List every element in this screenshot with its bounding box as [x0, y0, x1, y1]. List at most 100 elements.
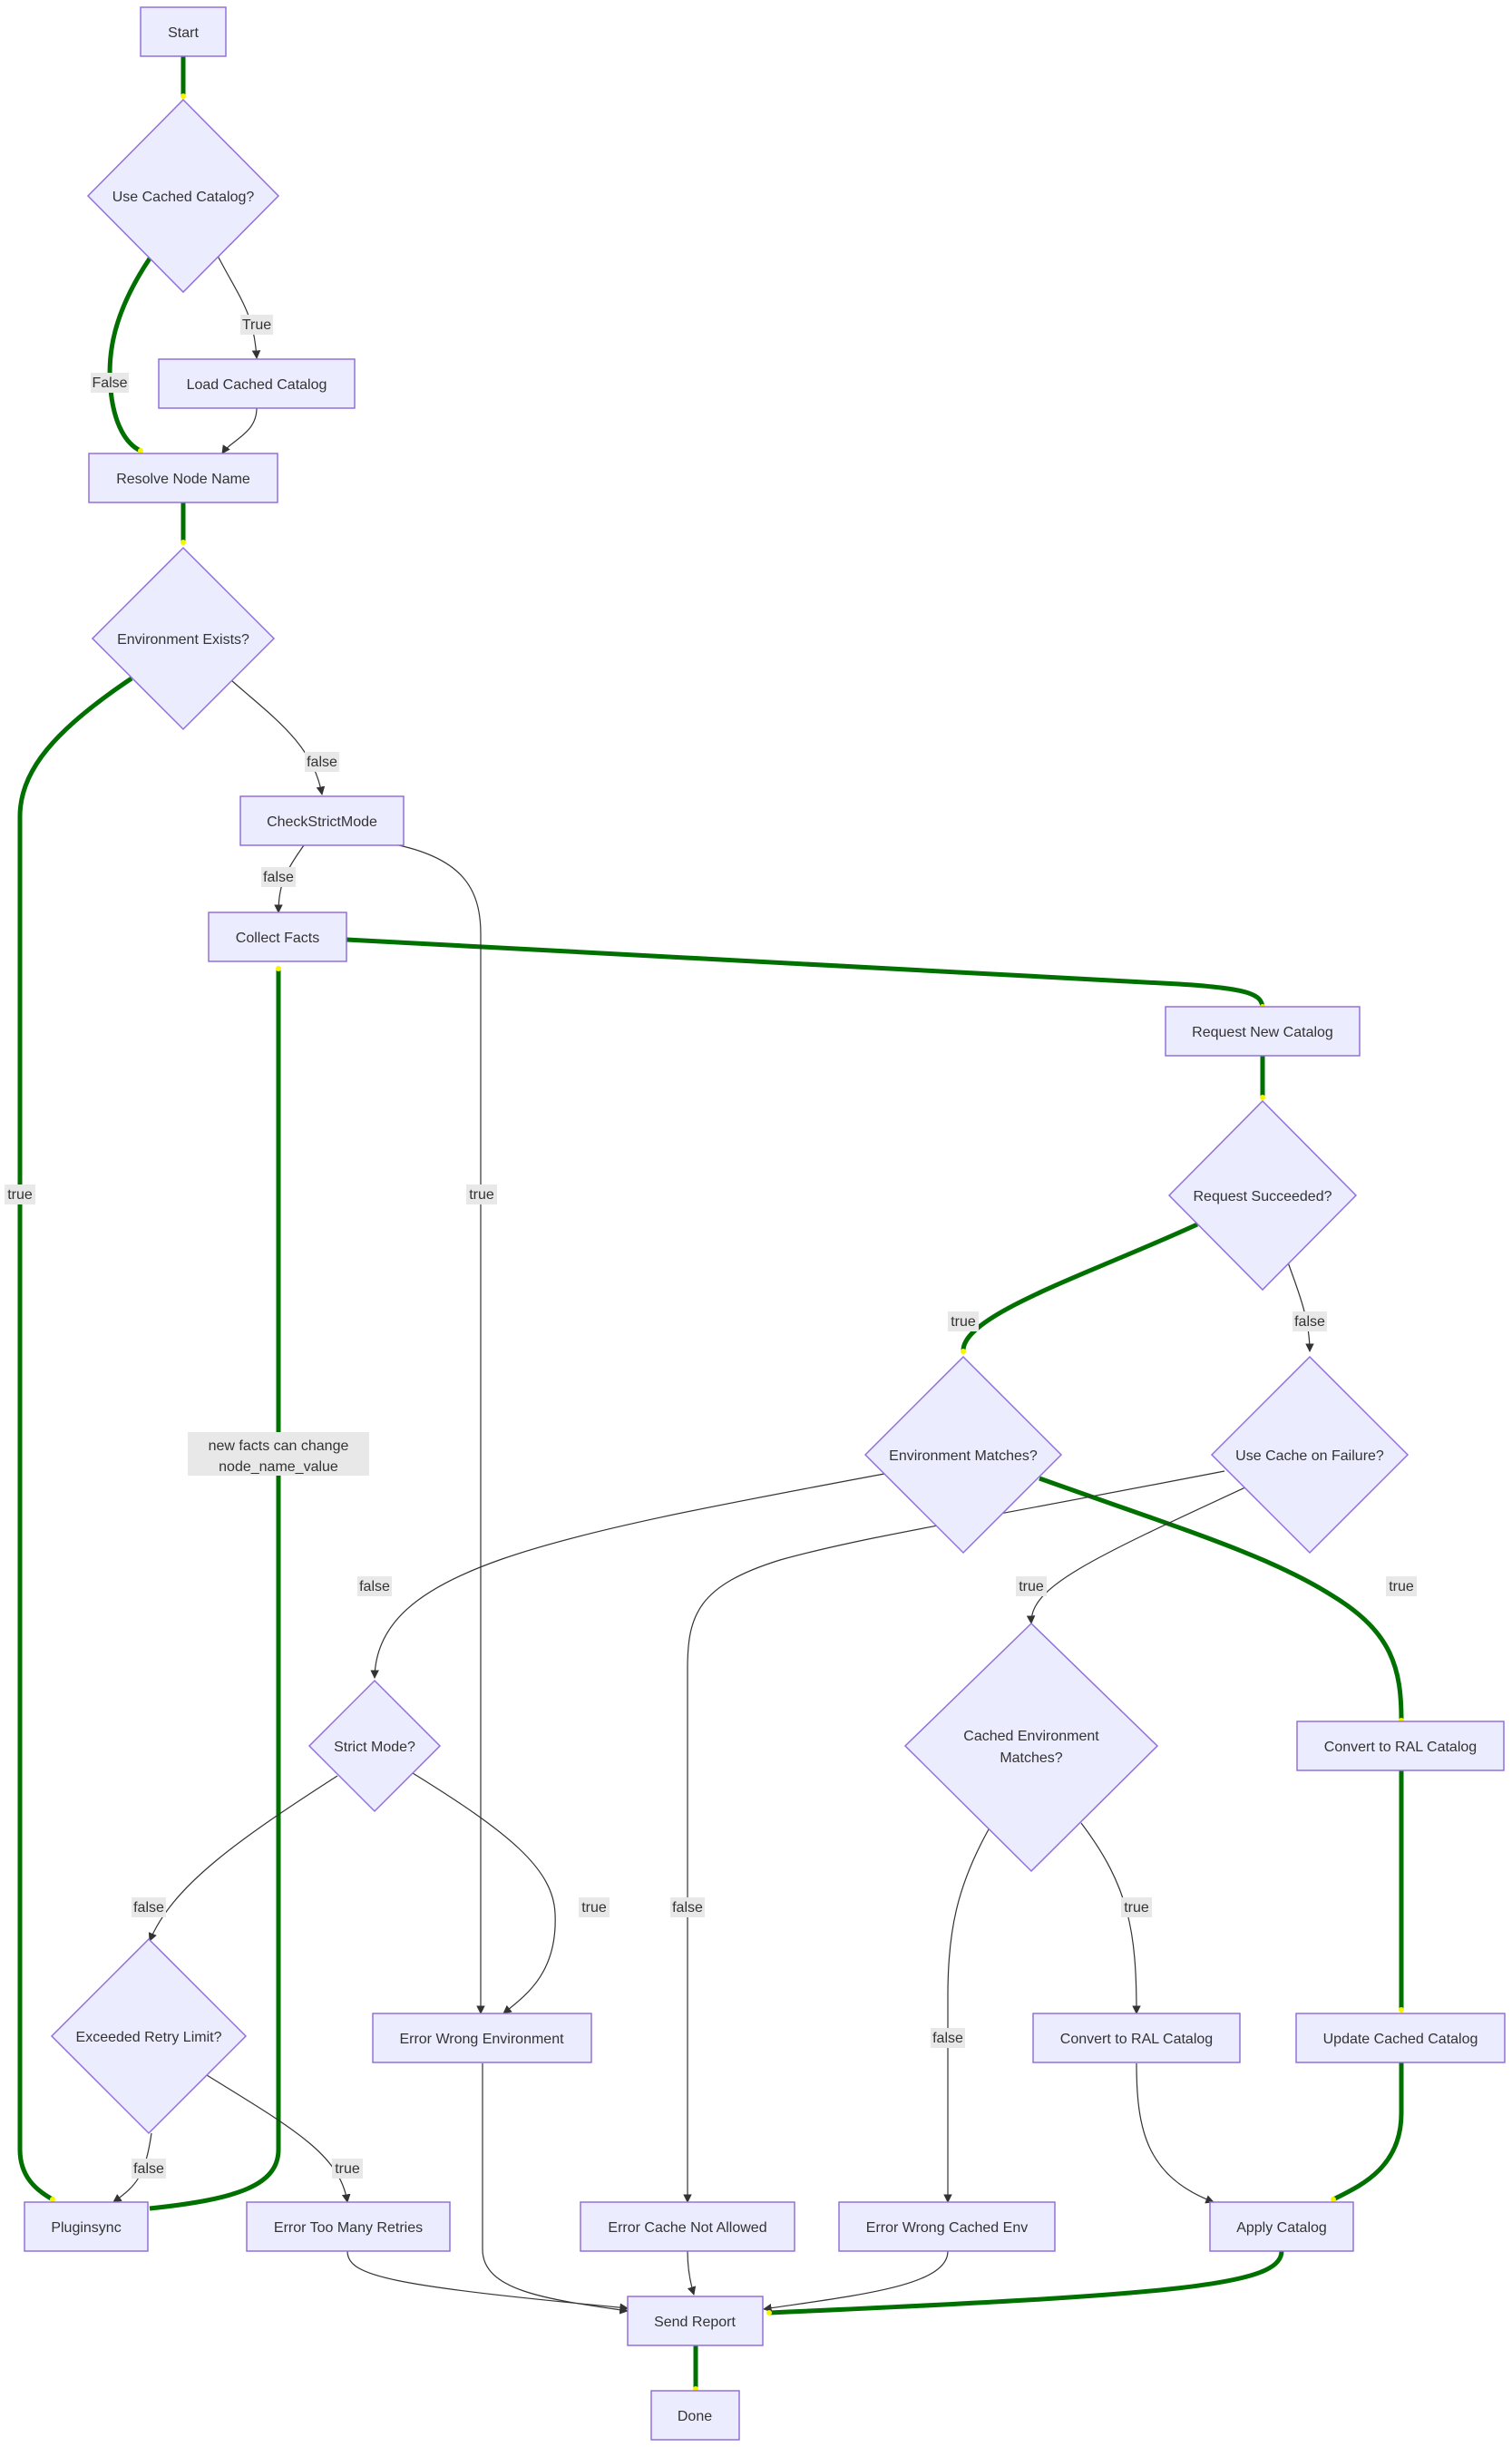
node-request-new-catalog-label: Request New Catalog [1192, 1025, 1333, 1040]
edge-apply-to-report [768, 2250, 1284, 2315]
node-apply-catalog-label: Apply Catalog [1236, 2220, 1327, 2236]
edge-strict-true [412, 1772, 556, 2014]
node-convert-to-ral-catalog-right[interactable]: Convert to RAL Catalog [1296, 1721, 1505, 1771]
node-environment-exists[interactable]: Environment Exists? [91, 546, 276, 731]
node-pluginsync-label: Pluginsync [51, 2220, 121, 2236]
edge-usecache-true [1026, 1487, 1246, 1624]
node-use-cached-catalog[interactable]: Use Cached Catalog? [86, 98, 280, 294]
edge-wrongenv-to-report [482, 2063, 629, 2315]
edge-label-false-env: false [307, 755, 337, 770]
node-resolve-node-name-label: Resolve Node Name [116, 472, 250, 487]
node-environment-exists-label: Environment Exists? [117, 632, 249, 648]
edge-label-true-env: true [7, 1187, 33, 1203]
node-resolve-node-name[interactable]: Resolve Node Name [88, 453, 278, 503]
edge-update-to-apply [1332, 2061, 1404, 2202]
node-error-cache-not-allowed[interactable]: Error Cache Not Allowed [580, 2201, 795, 2252]
edge-label-true-retry: true [335, 2161, 360, 2177]
edge-collect-to-pluginsync [149, 969, 281, 2211]
edge-succeeded-false [1287, 1262, 1314, 1352]
edge-label-false-usecache: false [672, 1900, 703, 1916]
node-collect-facts[interactable]: Collect Facts [208, 912, 347, 962]
node-collect-facts-label: Collect Facts [236, 931, 319, 946]
edge-label-false-cached: False [92, 375, 127, 391]
edge-wrongcached-to-report [763, 2250, 949, 2313]
edge-label-false-cachedenv: false [932, 2031, 963, 2046]
edge-succeeded-true [961, 1222, 1199, 1352]
highlighted-path [17, 56, 1404, 2389]
node-done-label: Done [678, 2409, 712, 2424]
edge-collect-to-request [346, 937, 1265, 1008]
node-start-label: Start [168, 25, 199, 41]
edge-env-true-pluginsync [17, 676, 133, 2202]
node-cached-environment-matches-label-2: Matches? [1000, 1750, 1062, 1766]
node-request-new-catalog[interactable]: Request New Catalog [1165, 1006, 1361, 1057]
edge-label-false-envmatch: false [359, 1579, 390, 1594]
node-send-report-label: Send Report [654, 2315, 736, 2330]
edge-retries-to-report [346, 2250, 629, 2312]
node-cached-environment-matches[interactable]: Cached Environment Matches? [903, 1622, 1159, 1873]
node-update-cached-catalog-label: Update Cached Catalog [1323, 2032, 1478, 2047]
node-error-wrong-environment-label: Error Wrong Environment [399, 2032, 564, 2047]
node-send-report[interactable]: Send Report [627, 2296, 764, 2346]
edge-label-true-cached: True [242, 317, 271, 333]
node-use-cache-on-failure[interactable]: Use Cache on Failure? [1210, 1355, 1410, 1555]
edge-label-true-envmatch: true [1389, 1579, 1414, 1594]
note-line-2: node_name_value [219, 1459, 338, 1475]
node-error-too-many-retries-label: Error Too Many Retries [274, 2220, 423, 2236]
node-environment-matches[interactable]: Environment Matches? [863, 1355, 1063, 1555]
node-load-cached-catalog-label: Load Cached Catalog [187, 377, 327, 393]
node-load-cached-catalog[interactable]: Load Cached Catalog [158, 358, 356, 409]
node-error-wrong-cached-env-label: Error Wrong Cached Env [866, 2220, 1028, 2236]
edge-cachenotallowed-to-report [687, 2250, 697, 2296]
edge-label-true-request: true [951, 1314, 976, 1330]
edge-env-false [230, 679, 326, 795]
node-error-wrong-cached-env[interactable]: Error Wrong Cached Env [838, 2201, 1056, 2252]
edge-labels: True False false true false true true fa… [5, 315, 1417, 2179]
nodes: Start Use Cached Catalog? Load Cached Ca… [24, 6, 1506, 2441]
node-pluginsync[interactable]: Pluginsync [24, 2201, 149, 2252]
node-convert-to-ral-catalog-right-label: Convert to RAL Catalog [1324, 1740, 1477, 1755]
edge-cached-false [107, 257, 152, 453]
node-use-cached-catalog-label: Use Cached Catalog? [112, 190, 255, 205]
note-new-facts: new facts can change node_name_value [188, 1432, 369, 1476]
node-apply-catalog[interactable]: Apply Catalog [1209, 2201, 1354, 2252]
node-strict-mode-label: Strict Mode? [334, 1740, 415, 1755]
edge-label-true-usecache: true [1019, 1579, 1044, 1594]
edge-strict-false [148, 1775, 338, 1942]
node-check-strict-mode-label: CheckStrictMode [267, 814, 377, 830]
edge-load-to-resolve [221, 407, 258, 454]
edge-envmatch-true [1039, 1476, 1404, 1721]
edge-check-true [389, 843, 485, 2014]
edge-cachedenv-true [1080, 1822, 1141, 2014]
edge-envmatch-false [370, 1473, 885, 1679]
node-exceeded-retry-limit[interactable]: Exceeded Retry Limit? [50, 1937, 248, 2135]
node-exceeded-retry-limit-label: Exceeded Retry Limit? [76, 2030, 222, 2045]
edge-cached-true [217, 255, 261, 359]
edges [112, 255, 1314, 2315]
edge-cachedenv-false [943, 1828, 990, 2203]
node-request-succeeded[interactable]: Request Succeeded? [1167, 1099, 1358, 1292]
edge-label-false-retry: false [133, 2161, 164, 2177]
edge-label-false-check: false [263, 870, 294, 885]
node-error-too-many-retries[interactable]: Error Too Many Retries [246, 2201, 451, 2252]
edge-retry-true [206, 2074, 351, 2203]
node-convert-to-ral-catalog-mid-label: Convert to RAL Catalog [1060, 2032, 1213, 2047]
node-convert-to-ral-catalog-mid[interactable]: Convert to RAL Catalog [1032, 2013, 1241, 2063]
edge-label-false-strict: false [133, 1900, 164, 1916]
node-check-strict-mode[interactable]: CheckStrictMode [239, 795, 405, 846]
node-update-cached-catalog[interactable]: Update Cached Catalog [1295, 2013, 1506, 2063]
node-error-wrong-environment[interactable]: Error Wrong Environment [372, 2013, 592, 2063]
edge-label-false-request: false [1294, 1314, 1325, 1330]
node-cached-environment-matches-label-1: Cached Environment [963, 1729, 1099, 1744]
node-use-cache-on-failure-label: Use Cache on Failure? [1235, 1448, 1384, 1464]
edge-label-true-cachedenv: true [1124, 1900, 1149, 1916]
node-strict-mode[interactable]: Strict Mode? [307, 1679, 442, 1813]
note-line-1: new facts can change [209, 1438, 349, 1454]
node-error-cache-not-allowed-label: Error Cache Not Allowed [608, 2220, 766, 2236]
node-start[interactable]: Start [140, 6, 227, 57]
node-done[interactable]: Done [650, 2390, 740, 2441]
edge-usecache-false [683, 1470, 1225, 2203]
edge-label-true-strict: true [581, 1900, 607, 1916]
edge-convertmid-to-apply [1136, 2062, 1214, 2204]
